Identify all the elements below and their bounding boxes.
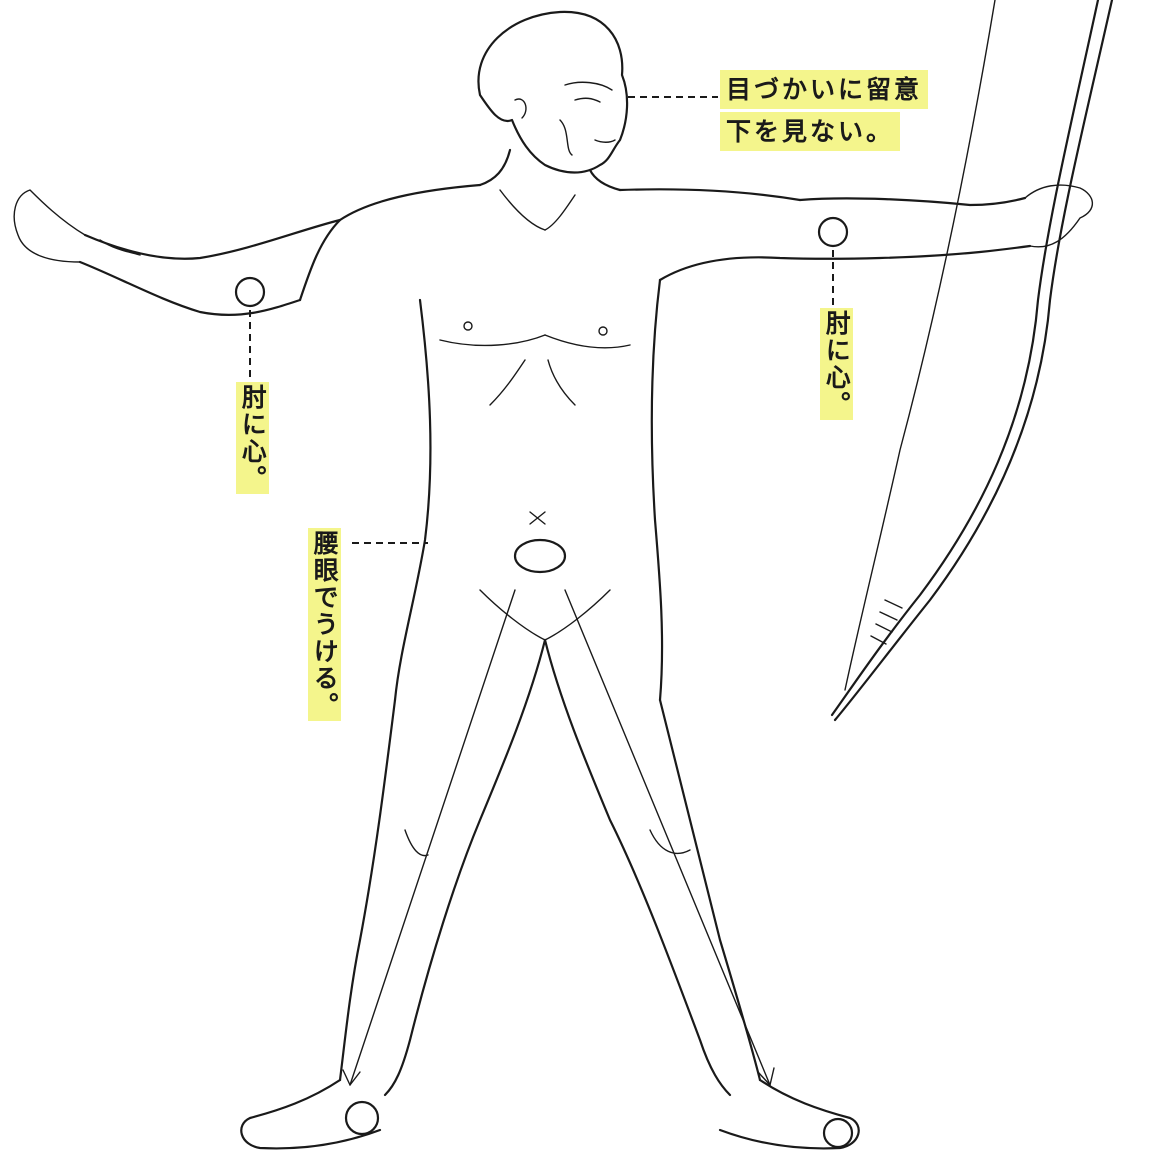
right-elbow-label: 肘に心。 <box>820 308 853 420</box>
right-elbow-marker <box>819 218 847 246</box>
right-foot-marker <box>824 1119 852 1147</box>
left-foot-marker <box>346 1102 378 1134</box>
right-arm <box>660 185 1092 280</box>
leader-lines <box>250 97 833 543</box>
left-elbow-marker <box>236 278 264 306</box>
left-arrowhead <box>343 1070 360 1085</box>
right-leg-arrow <box>565 590 770 1085</box>
gaze-label-line2: 下を見ない。 <box>720 112 900 151</box>
hip-label: 腰眼でうける。 <box>308 528 341 721</box>
left-elbow-label: 肘に心。 <box>236 382 269 494</box>
hip-marker <box>515 540 565 572</box>
left-leg-arrow <box>350 590 515 1085</box>
torso <box>300 150 800 700</box>
gaze-label-line1: 目づかいに留意 <box>720 70 928 109</box>
left-arm <box>14 190 340 315</box>
navel-cross-mark <box>530 512 545 524</box>
head <box>478 12 627 173</box>
